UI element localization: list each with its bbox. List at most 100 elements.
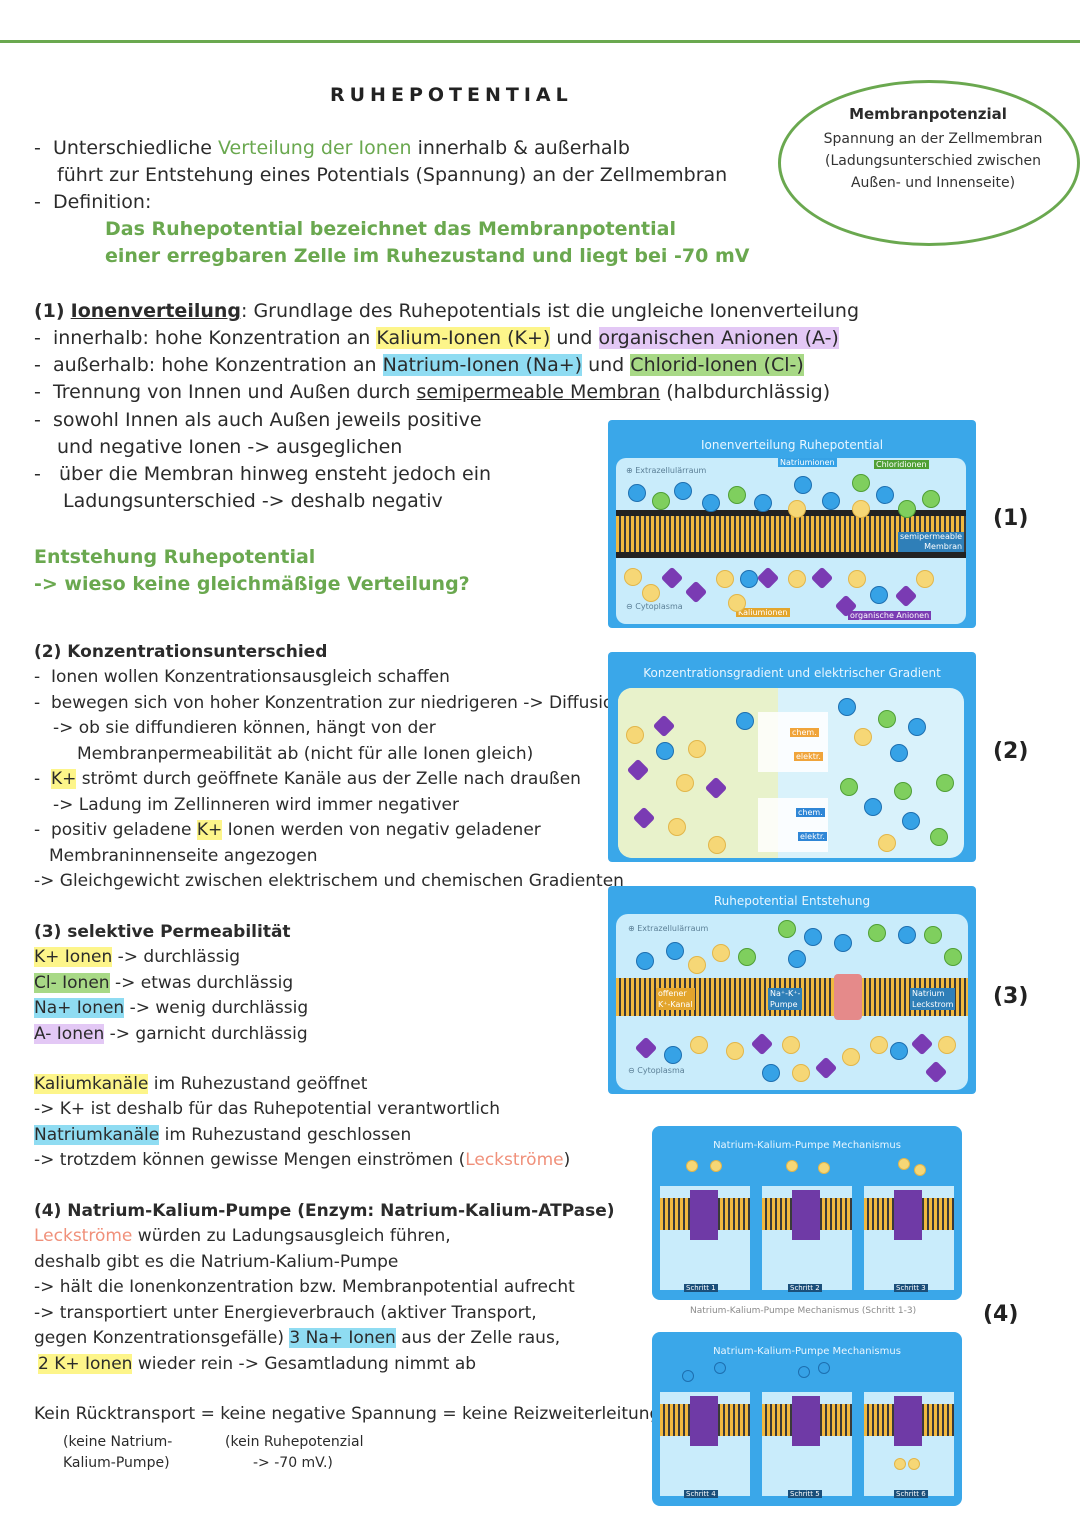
ion-na bbox=[666, 942, 684, 960]
s1-bullet-5a: - über die Membran hinweg ensteht jedoch… bbox=[34, 463, 492, 485]
step-label: Schritt 3 bbox=[894, 1284, 928, 1292]
ion-k bbox=[726, 1042, 744, 1060]
text: positiv geladene bbox=[50, 820, 197, 840]
entstehung-heading: Entstehung Ruhepotential bbox=[34, 546, 316, 568]
text: -> -70 mV.) bbox=[253, 1455, 333, 1471]
arrow-chem: chem. bbox=[790, 728, 819, 737]
s3-heading: (3) selektive Permeabilität bbox=[34, 922, 291, 942]
hl-green: Cl- Ionen bbox=[34, 973, 110, 993]
ion-cl bbox=[944, 948, 962, 966]
text: über die Membran hinweg ensteht jedoch e… bbox=[58, 463, 492, 485]
text: innerhalb & außerhalb bbox=[411, 137, 630, 159]
hl-green: Chlorid-Ionen (Cl-) bbox=[630, 354, 804, 376]
ion-na bbox=[740, 570, 758, 588]
step-label: Schritt 1 bbox=[684, 1284, 718, 1292]
ion-k bbox=[848, 570, 866, 588]
figure-title: Ionenverteilung Ruhepotential bbox=[700, 438, 884, 452]
hl-blue: Na+ Ionen bbox=[34, 998, 125, 1018]
text: Leckstrom bbox=[912, 1000, 954, 1009]
ion-na bbox=[788, 950, 806, 968]
text: gegen Konzentrationsgefälle) bbox=[34, 1328, 290, 1348]
ion-k bbox=[842, 1048, 860, 1066]
text-salmon: Leckströme bbox=[34, 1226, 133, 1246]
text-underline: semipermeable Membran bbox=[416, 381, 661, 403]
figure-entstehung: Ruhepotential Entstehung ⊕ Extrazellulär… bbox=[608, 886, 976, 1094]
text: innerhalb: hohe Konzentration an bbox=[52, 327, 377, 349]
ion-na bbox=[890, 1042, 908, 1060]
s4-line-5: gegen Konzentrationsgefälle) 3 Na+ Ionen… bbox=[34, 1326, 560, 1352]
ion-na bbox=[898, 926, 916, 944]
text: im Ruhezustand geschlossen bbox=[159, 1125, 412, 1145]
ion-cl bbox=[840, 778, 858, 796]
ion-k bbox=[854, 728, 872, 746]
figure-ionenverteilung: Ionenverteilung Ruhepotential ⊕ Extrazel… bbox=[608, 420, 976, 628]
ion-k bbox=[870, 1036, 888, 1054]
pump-icon bbox=[834, 974, 862, 1020]
s4-line-6: 2 K+ Ionen wieder rein -> Gesamtladung n… bbox=[38, 1352, 476, 1378]
label-anionen: organische Anionen bbox=[848, 611, 932, 620]
ion-k bbox=[690, 1036, 708, 1054]
s3-natrium-line: Natriumkanäle im Ruhezustand geschlossen bbox=[34, 1123, 411, 1149]
s1-bullet-1: - innerhalb: hohe Konzentration an Kaliu… bbox=[34, 327, 839, 349]
text: K⁺-Kanal bbox=[658, 1000, 693, 1009]
ion-na bbox=[902, 812, 920, 830]
ion-k bbox=[710, 1160, 722, 1172]
ion-k bbox=[688, 740, 706, 758]
pump-icon bbox=[792, 1396, 820, 1446]
text: Ionen werden von negativ geladener bbox=[222, 820, 541, 840]
s4-line-1: Leckströme würden zu Ladungsausgleich fü… bbox=[34, 1224, 451, 1250]
definition-2: einer erregbaren Zelle im Ruhezustand un… bbox=[105, 245, 750, 267]
ion-cl bbox=[878, 710, 896, 728]
ion-na bbox=[714, 1362, 726, 1374]
text: -> etwas durchlässig bbox=[109, 973, 294, 993]
figure-number: (2) bbox=[993, 739, 1029, 764]
label-chlorid: Chloridionen bbox=[874, 460, 929, 469]
hl-purple: organischen Anionen (A-) bbox=[598, 327, 839, 349]
text: bewegen sich von hoher Konzentration zur… bbox=[50, 693, 625, 713]
s1-bullet-2: - außerhalb: hohe Konzentration an Natri… bbox=[34, 354, 804, 376]
ion-k bbox=[916, 570, 934, 588]
pump-icon bbox=[792, 1190, 820, 1240]
text: Cytoplasma bbox=[635, 602, 683, 611]
intro-line-3: - Definition: bbox=[34, 191, 152, 213]
pump-icon bbox=[690, 1396, 718, 1446]
s4-footnote-2: (kein Ruhepotenzial -> -70 mV.) bbox=[225, 1432, 364, 1474]
hl-yellow: K+ Ionen bbox=[34, 947, 113, 967]
s4-line-2: deshalb gibt es die Natrium-Kalium-Pumpe bbox=[34, 1252, 399, 1272]
ion-cl bbox=[652, 492, 670, 510]
ion-cl bbox=[738, 948, 756, 966]
text: -> trotzdem können gewisse Mengen einstr… bbox=[34, 1150, 466, 1170]
ion-na bbox=[674, 482, 692, 500]
figure-title: Natrium-Kalium-Pumpe Mechanismus bbox=[713, 1346, 901, 1357]
label: ⊕ Extrazellulärraum bbox=[626, 466, 707, 475]
s1-heading: (1) Ionenverteilung: Grundlage des Ruhep… bbox=[34, 298, 859, 325]
figure-gradient: Konzentrationsgradient und elektrischer … bbox=[608, 652, 976, 862]
ion-na bbox=[864, 798, 882, 816]
hl-blue: Natrium-Ionen (Na+) bbox=[382, 354, 583, 376]
figure-title: Ruhepotential Entstehung bbox=[713, 894, 871, 908]
arrow-box-top bbox=[758, 712, 828, 772]
text: -> garnicht durchlässig bbox=[104, 1024, 308, 1044]
text: Ionen wollen Konzentrationsausgleich sch… bbox=[50, 667, 450, 687]
pump-icon bbox=[894, 1190, 922, 1240]
ion-k bbox=[708, 836, 726, 854]
text: Cytoplasma bbox=[637, 1066, 685, 1075]
hl-blue: 3 Na+ Ionen bbox=[289, 1328, 396, 1348]
pump-icon bbox=[690, 1190, 718, 1240]
s2-line-2: - bewegen sich von hoher Konzentration z… bbox=[34, 693, 625, 713]
ion-na bbox=[838, 698, 856, 716]
bubble-title: Membranpotenzial bbox=[849, 105, 1007, 123]
s2-line-1: - Ionen wollen Konzentrationsausgleich s… bbox=[34, 667, 450, 687]
ion-na bbox=[656, 742, 674, 760]
label-kalium: Kaliumionen bbox=[736, 608, 790, 617]
figure-title: Konzentrationsgradient und elektrischer … bbox=[643, 666, 941, 680]
text: Definition: bbox=[52, 191, 152, 213]
s2-heading: (2) Konzentrationsunterschied bbox=[34, 642, 328, 662]
ion-na bbox=[890, 744, 908, 762]
s2-line-7: - positiv geladene K+ Ionen werden von n… bbox=[34, 820, 541, 840]
text: sowohl Innen als auch Außen jeweils posi… bbox=[52, 409, 482, 431]
text: Unterschiedliche bbox=[52, 137, 219, 159]
s4-footer: Kein Rücktransport = keine negative Span… bbox=[34, 1404, 661, 1424]
definition-1: Das Ruhepotential bezeichnet das Membran… bbox=[105, 218, 676, 240]
